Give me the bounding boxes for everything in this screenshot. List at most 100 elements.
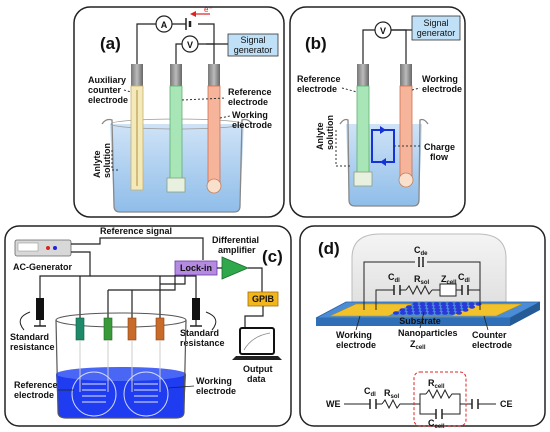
nanoparticles-label: Nanoparticles	[398, 328, 458, 338]
electrode-cap-working-b	[400, 64, 412, 86]
amp-gpib-wire	[248, 267, 263, 292]
substrate-label: Substrate	[399, 316, 441, 326]
nanoparticle	[413, 305, 419, 309]
np-leader	[419, 311, 425, 329]
work-leader-b	[411, 87, 421, 91]
zcell-highlight-box	[413, 371, 467, 427]
electrode-c4	[155, 317, 165, 341]
beaker-c	[55, 319, 187, 419]
nanoparticle	[468, 302, 475, 306]
nanoparticle	[413, 308, 420, 312]
nanoparticle	[435, 311, 441, 315]
analyte-solution-label-b: Anlytesolution	[315, 115, 335, 150]
eq-rsol-label: Rsol	[384, 388, 400, 400]
analyte-leader-b	[335, 130, 350, 167]
nanoparticle	[393, 311, 399, 315]
nanoparticle	[440, 302, 447, 306]
nanoparticles-cluster	[393, 302, 482, 315]
electrode-working-b	[399, 85, 413, 179]
electrode-cap-working-a	[208, 64, 220, 86]
reference-frit-b	[353, 171, 373, 187]
std-res-left-leader	[19, 311, 31, 331]
work-leader-c	[167, 385, 195, 389]
counter-leader	[483, 315, 489, 331]
electron-arrowhead	[190, 11, 196, 17]
lockin-input-wires	[108, 275, 176, 291]
nanoparticle	[447, 302, 454, 306]
nanoparticle	[427, 308, 434, 312]
ce-label: CE	[500, 399, 513, 409]
nanoparticle	[441, 305, 447, 309]
signal-generator-box-a	[227, 33, 279, 57]
eq-rcell-label: Rcell	[428, 378, 445, 390]
ac-output-wire	[71, 251, 91, 258]
sg-a-line1: Signal	[240, 35, 265, 45]
laptop-screen	[239, 327, 275, 355]
aux-leader	[123, 89, 132, 93]
standard-resistor-left	[36, 298, 44, 320]
lock-in-label: Lock-in	[180, 263, 212, 273]
nanoparticle	[434, 308, 441, 312]
electrode-c-rods	[79, 340, 161, 392]
nanoparticle	[448, 308, 455, 312]
electrode-cap-auxiliary	[131, 64, 143, 86]
charge-flow-arrow-bottom	[380, 158, 386, 166]
we-label: WE	[326, 399, 341, 409]
electrode-reference-a	[169, 85, 183, 181]
lockin-input-wire2	[160, 275, 186, 285]
nanoparticle	[449, 311, 455, 315]
beaker-c-rim	[55, 312, 187, 328]
laptop-graph	[243, 332, 271, 351]
ammeter-circuit-wire	[136, 23, 215, 64]
panel-d-tag: (d)	[318, 239, 340, 258]
ammeter-label: A	[161, 20, 168, 30]
ac-knob-blue	[53, 246, 57, 250]
panel-a-frame	[73, 6, 285, 218]
beaker-a	[101, 118, 253, 213]
nanoparticle	[428, 311, 434, 315]
nanoparticle	[407, 311, 413, 315]
eq-cdl-label: Cdl	[364, 386, 376, 398]
substrate-side	[510, 302, 540, 326]
nanoparticle	[455, 305, 461, 309]
ac-knob-red	[46, 246, 50, 250]
panel-c-frame	[4, 225, 292, 427]
nanoparticle	[400, 311, 406, 315]
reference-signal-label: Reference signal	[100, 226, 172, 236]
electrode-cap-reference-b	[357, 64, 369, 86]
nanoparticle	[475, 302, 482, 306]
charge-flow-arrow-top	[380, 126, 386, 134]
reference-electrode-coil	[71, 371, 117, 417]
electrode-reference-b	[356, 85, 370, 175]
eq-rsol	[381, 398, 402, 410]
solution-c-surface	[56, 367, 186, 381]
signal-generator-box-b	[411, 15, 461, 41]
sg-a-line2: generator	[234, 45, 273, 55]
nanoparticle	[456, 311, 462, 315]
panel-b-tag: (b)	[305, 34, 327, 53]
working-coil-lines	[134, 383, 158, 403]
analyte-leader-a	[111, 150, 118, 171]
ref-leader-a	[181, 97, 227, 101]
nanoparticle	[399, 308, 406, 312]
std-res-right-leader	[205, 311, 217, 331]
eq-parallel-wire	[419, 393, 461, 415]
ref-leader-b	[341, 87, 358, 93]
nanoparticle	[427, 305, 433, 309]
reference-frit-a	[166, 177, 186, 193]
working-tip-b	[398, 172, 414, 188]
nanoparticle	[414, 311, 420, 315]
